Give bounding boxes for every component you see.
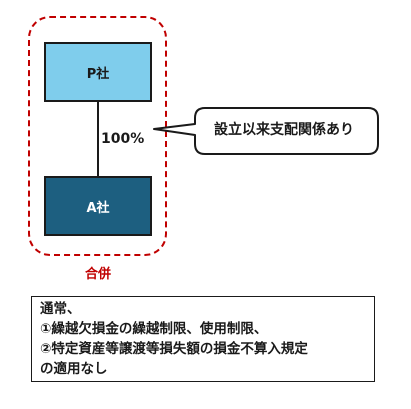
note-line: ②特定資産等譲渡等損失額の損金不算入規定 bbox=[40, 341, 308, 357]
callout-bubble bbox=[153, 107, 379, 155]
callout-shape bbox=[153, 107, 379, 155]
company-a-label: A社 bbox=[86, 200, 110, 216]
company-box-p: P社 bbox=[44, 42, 152, 102]
merge-label: 合併 bbox=[84, 267, 111, 282]
note-box: 通常、 ①繰越欠損金の繰越制限、使用制限、 ②特定資産等譲渡等損失額の損金不算入… bbox=[31, 296, 375, 382]
note-line: の適用なし bbox=[40, 361, 108, 377]
company-p-label: P社 bbox=[86, 66, 110, 82]
note-line: ①繰越欠損金の繰越制限、使用制限、 bbox=[40, 321, 268, 337]
ownership-label: 100% bbox=[100, 130, 146, 148]
company-box-a: A社 bbox=[44, 176, 152, 236]
callout-text: 設立以来支配関係あり bbox=[214, 122, 354, 138]
note-line: 通常、 bbox=[40, 301, 81, 317]
ownership-connector bbox=[97, 102, 99, 176]
merge-frame bbox=[28, 16, 167, 256]
